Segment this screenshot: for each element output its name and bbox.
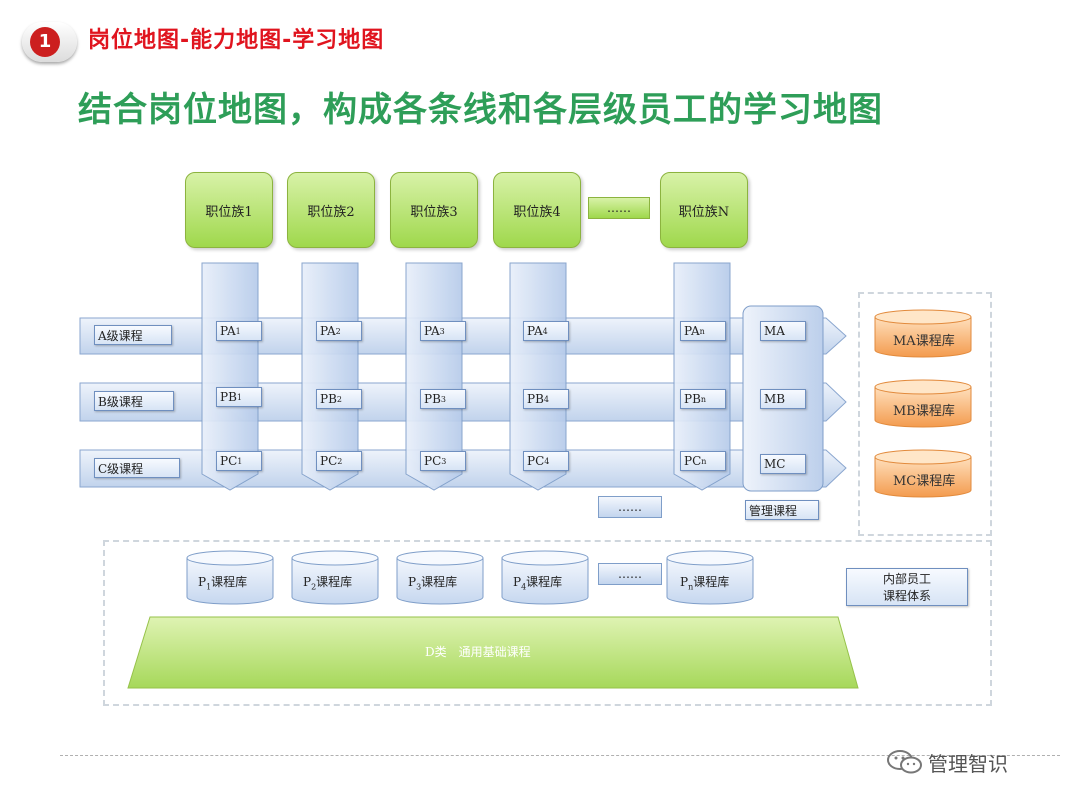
- internal-system-line2: 课程体系: [882, 589, 931, 603]
- family-box-1: 职位族1: [185, 172, 273, 248]
- dclass-label: D类 通用基础课程: [425, 645, 531, 659]
- mb-library-label: MB课程库: [893, 404, 955, 419]
- p3-library-drum: [396, 550, 484, 605]
- mb-library-drum: [874, 379, 972, 428]
- family-column-2: [301, 262, 359, 491]
- internal-system-label: 内部员工 课程体系: [846, 568, 968, 606]
- family-box-3: 职位族3: [390, 172, 478, 248]
- column-ellipsis: ……: [598, 496, 662, 518]
- management-label: 管理课程: [745, 500, 819, 520]
- family-box-2: 职位族2: [287, 172, 375, 248]
- brand-name: 管理智识: [928, 752, 1008, 776]
- management-library-frame: [858, 292, 992, 536]
- mc-library-label: MC课程库: [893, 474, 956, 489]
- p4-library-label: P4课程库: [513, 575, 563, 592]
- ma-library-drum: [874, 309, 972, 358]
- p2-library-drum: [291, 550, 379, 605]
- p4-library-drum: [501, 550, 589, 605]
- internal-system-frame: [103, 540, 992, 706]
- family-box-n: 职位族N: [660, 172, 748, 248]
- page-title: 结合岗位地图，构成各条线和各层级员工的学习地图: [78, 90, 883, 130]
- library-ellipsis: ……: [598, 563, 662, 585]
- p1-library-drum: [186, 550, 274, 605]
- level-label-b: B级课程: [94, 391, 174, 411]
- mc-library-drum: [874, 449, 972, 498]
- p1-library-label: P1课程库: [198, 575, 248, 592]
- section-badge: 1: [22, 22, 77, 62]
- dclass-platform: [127, 616, 859, 689]
- cell-mb: MB: [760, 389, 806, 409]
- pn-library-drum: [666, 550, 754, 605]
- p3-library-label: P3课程库: [408, 575, 458, 592]
- family-column-n: [673, 262, 731, 491]
- family-column-4: [509, 262, 567, 491]
- ma-library-label: MA课程库: [893, 334, 955, 349]
- internal-system-line1: 内部员工: [882, 572, 931, 586]
- cell-mc: MC: [760, 454, 806, 474]
- section-number: 1: [30, 27, 60, 57]
- wechat-icon: [887, 750, 922, 774]
- breadcrumb: 岗位地图-能力地图-学习地图: [88, 28, 385, 53]
- cell-ma: MA: [760, 321, 806, 341]
- family-ellipsis: ……: [588, 197, 650, 219]
- footer-divider: [60, 755, 1060, 756]
- family-column-3: [405, 262, 463, 491]
- pn-library-label: Pn课程库: [680, 575, 730, 592]
- level-label-c: C级课程: [94, 458, 180, 478]
- p2-library-label: P2课程库: [303, 575, 353, 592]
- level-label-a: A级课程: [94, 325, 172, 345]
- family-column-1: [201, 262, 259, 491]
- family-box-4: 职位族4: [493, 172, 581, 248]
